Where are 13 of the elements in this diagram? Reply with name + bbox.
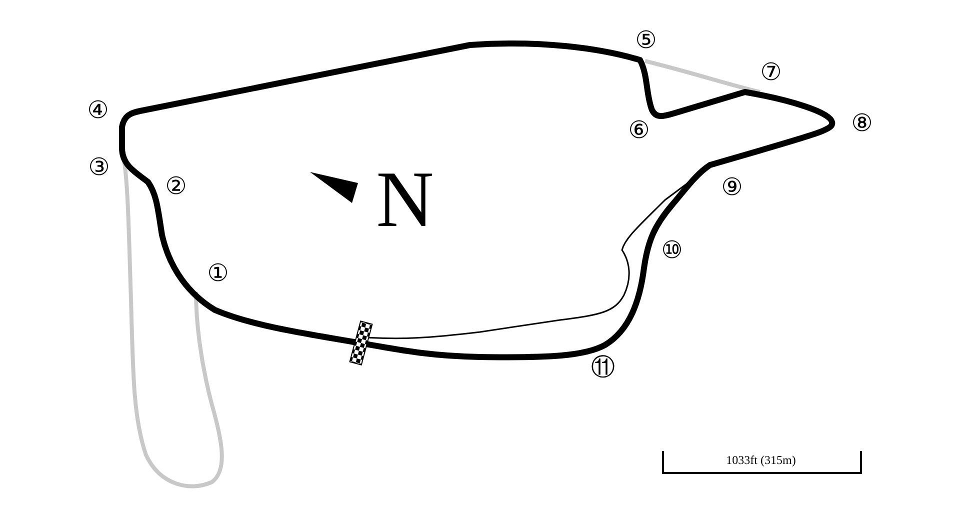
turn-number: ⑩ [661,238,683,262]
turn-number: ② [165,174,187,198]
turn-number: ⑧ [851,111,873,135]
turn-number: ⑪ [591,355,615,379]
turn-number: ③ [88,155,110,179]
turn-number: ④ [87,98,109,122]
turn-number: ⑨ [721,175,743,199]
north-letter: N [376,160,434,240]
turn-number: ⑤ [635,28,657,52]
turn-number: ① [207,261,229,285]
scale-label: 1033ft (315m) [726,454,796,466]
turn-number: ⑦ [760,60,782,84]
turn-number: ⑥ [628,118,650,142]
